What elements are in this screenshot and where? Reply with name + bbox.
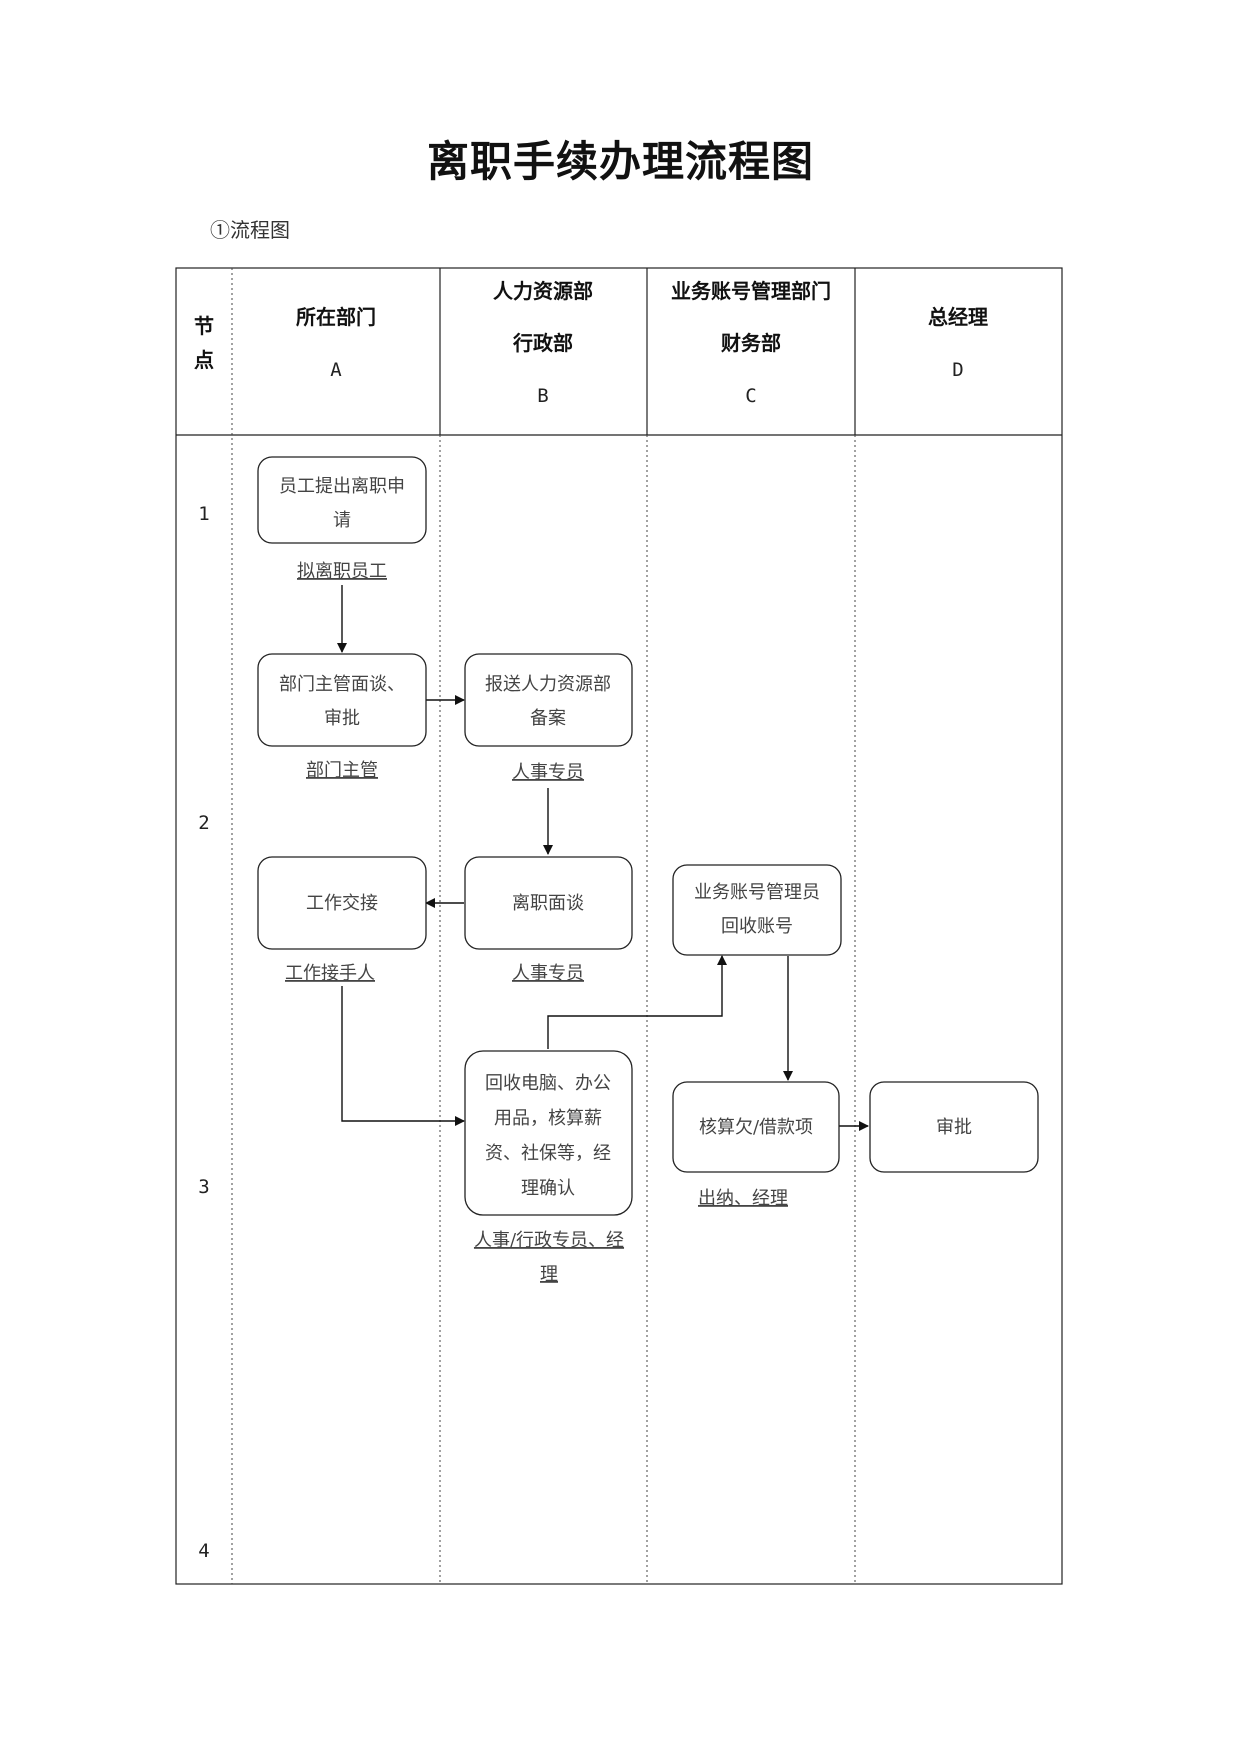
step-settle-line-1: 核算欠/借款项 bbox=[699, 1117, 813, 1138]
step-handover-box bbox=[257, 856, 427, 950]
node-number-2: 2 bbox=[198, 812, 209, 834]
header-node-line-2: 点 bbox=[194, 348, 214, 372]
step-gm-approve-line-1: 审批 bbox=[936, 1117, 972, 1138]
step-account-recover-line-2: 回收账号 bbox=[721, 916, 793, 937]
node-number-1: 1 bbox=[198, 503, 209, 525]
step-hr-record-line-1: 报送人力资源部 bbox=[485, 674, 611, 695]
step-handover-line-1: 工作交接 bbox=[306, 893, 378, 914]
step-hr-record-box bbox=[464, 653, 633, 747]
step-assets-role-line-1: 人事/行政专员、经 bbox=[474, 1230, 624, 1251]
step-settle-role: 出纳、经理 bbox=[698, 1188, 788, 1209]
step-dept-approve-role: 部门主管 bbox=[306, 760, 378, 781]
step-assets-line-3: 资、社保等，经 bbox=[485, 1143, 611, 1164]
header-d-name: 总经理 bbox=[928, 305, 988, 329]
step-assets-role-line-2: 理 bbox=[540, 1264, 558, 1285]
header-b-name-1: 人力资源部 bbox=[493, 279, 593, 303]
step-account-recover-box bbox=[672, 864, 842, 956]
header-b-letter: B bbox=[537, 385, 548, 407]
step-assets-line-1: 回收电脑、办公 bbox=[485, 1073, 611, 1094]
step-handover-role: 工作接手人 bbox=[285, 963, 375, 984]
connector-handover-to-assets bbox=[341, 986, 465, 1126]
node-number-3: 3 bbox=[198, 1176, 209, 1198]
step-dept-approve-box bbox=[257, 653, 427, 747]
step-hr-record-line-2: 备案 bbox=[530, 708, 566, 729]
header-a-name: 所在部门 bbox=[296, 305, 376, 329]
step-apply-role: 拟离职员工 bbox=[297, 561, 387, 582]
step-apply-line-2: 请 bbox=[333, 510, 351, 531]
step-exit-interview-line-1: 离职面谈 bbox=[512, 893, 584, 914]
header-b-name-2: 行政部 bbox=[512, 331, 573, 355]
step-apply-line-1: 员工提出离职申 bbox=[279, 476, 405, 497]
step-exit-interview-role: 人事专员 bbox=[512, 963, 584, 984]
step-account-recover-line-1: 业务账号管理员 bbox=[694, 882, 820, 903]
step-hr-record-role: 人事专员 bbox=[512, 762, 584, 783]
node-number-4: 4 bbox=[198, 1540, 209, 1562]
step-assets-box bbox=[464, 1050, 633, 1216]
connector-assets-to-account bbox=[547, 955, 727, 1049]
header-a-letter: A bbox=[330, 359, 342, 381]
step-assets-line-4: 理确认 bbox=[521, 1178, 575, 1199]
header-d-letter: D bbox=[952, 359, 963, 381]
section-subtitle: ①流程图 bbox=[210, 218, 290, 242]
step-dept-approve-line-1: 部门主管面谈、 bbox=[279, 674, 405, 695]
header-c-letter: C bbox=[745, 385, 756, 407]
step-exit-interview-box bbox=[464, 856, 633, 950]
step-dept-approve-line-2: 审批 bbox=[324, 708, 360, 729]
header-node-line-1: 节 bbox=[194, 314, 214, 338]
table-frame bbox=[175, 267, 1063, 1585]
page-title: 离职手续办理流程图 bbox=[426, 137, 814, 186]
header-c-name-1: 业务账号管理部门 bbox=[671, 279, 831, 303]
step-gm-approve-box bbox=[869, 1081, 1039, 1173]
header-c-name-2: 财务部 bbox=[721, 331, 781, 355]
step-apply-box bbox=[257, 456, 427, 544]
step-assets-line-2: 用品，核算薪 bbox=[494, 1108, 602, 1129]
step-settle-box bbox=[672, 1081, 840, 1173]
